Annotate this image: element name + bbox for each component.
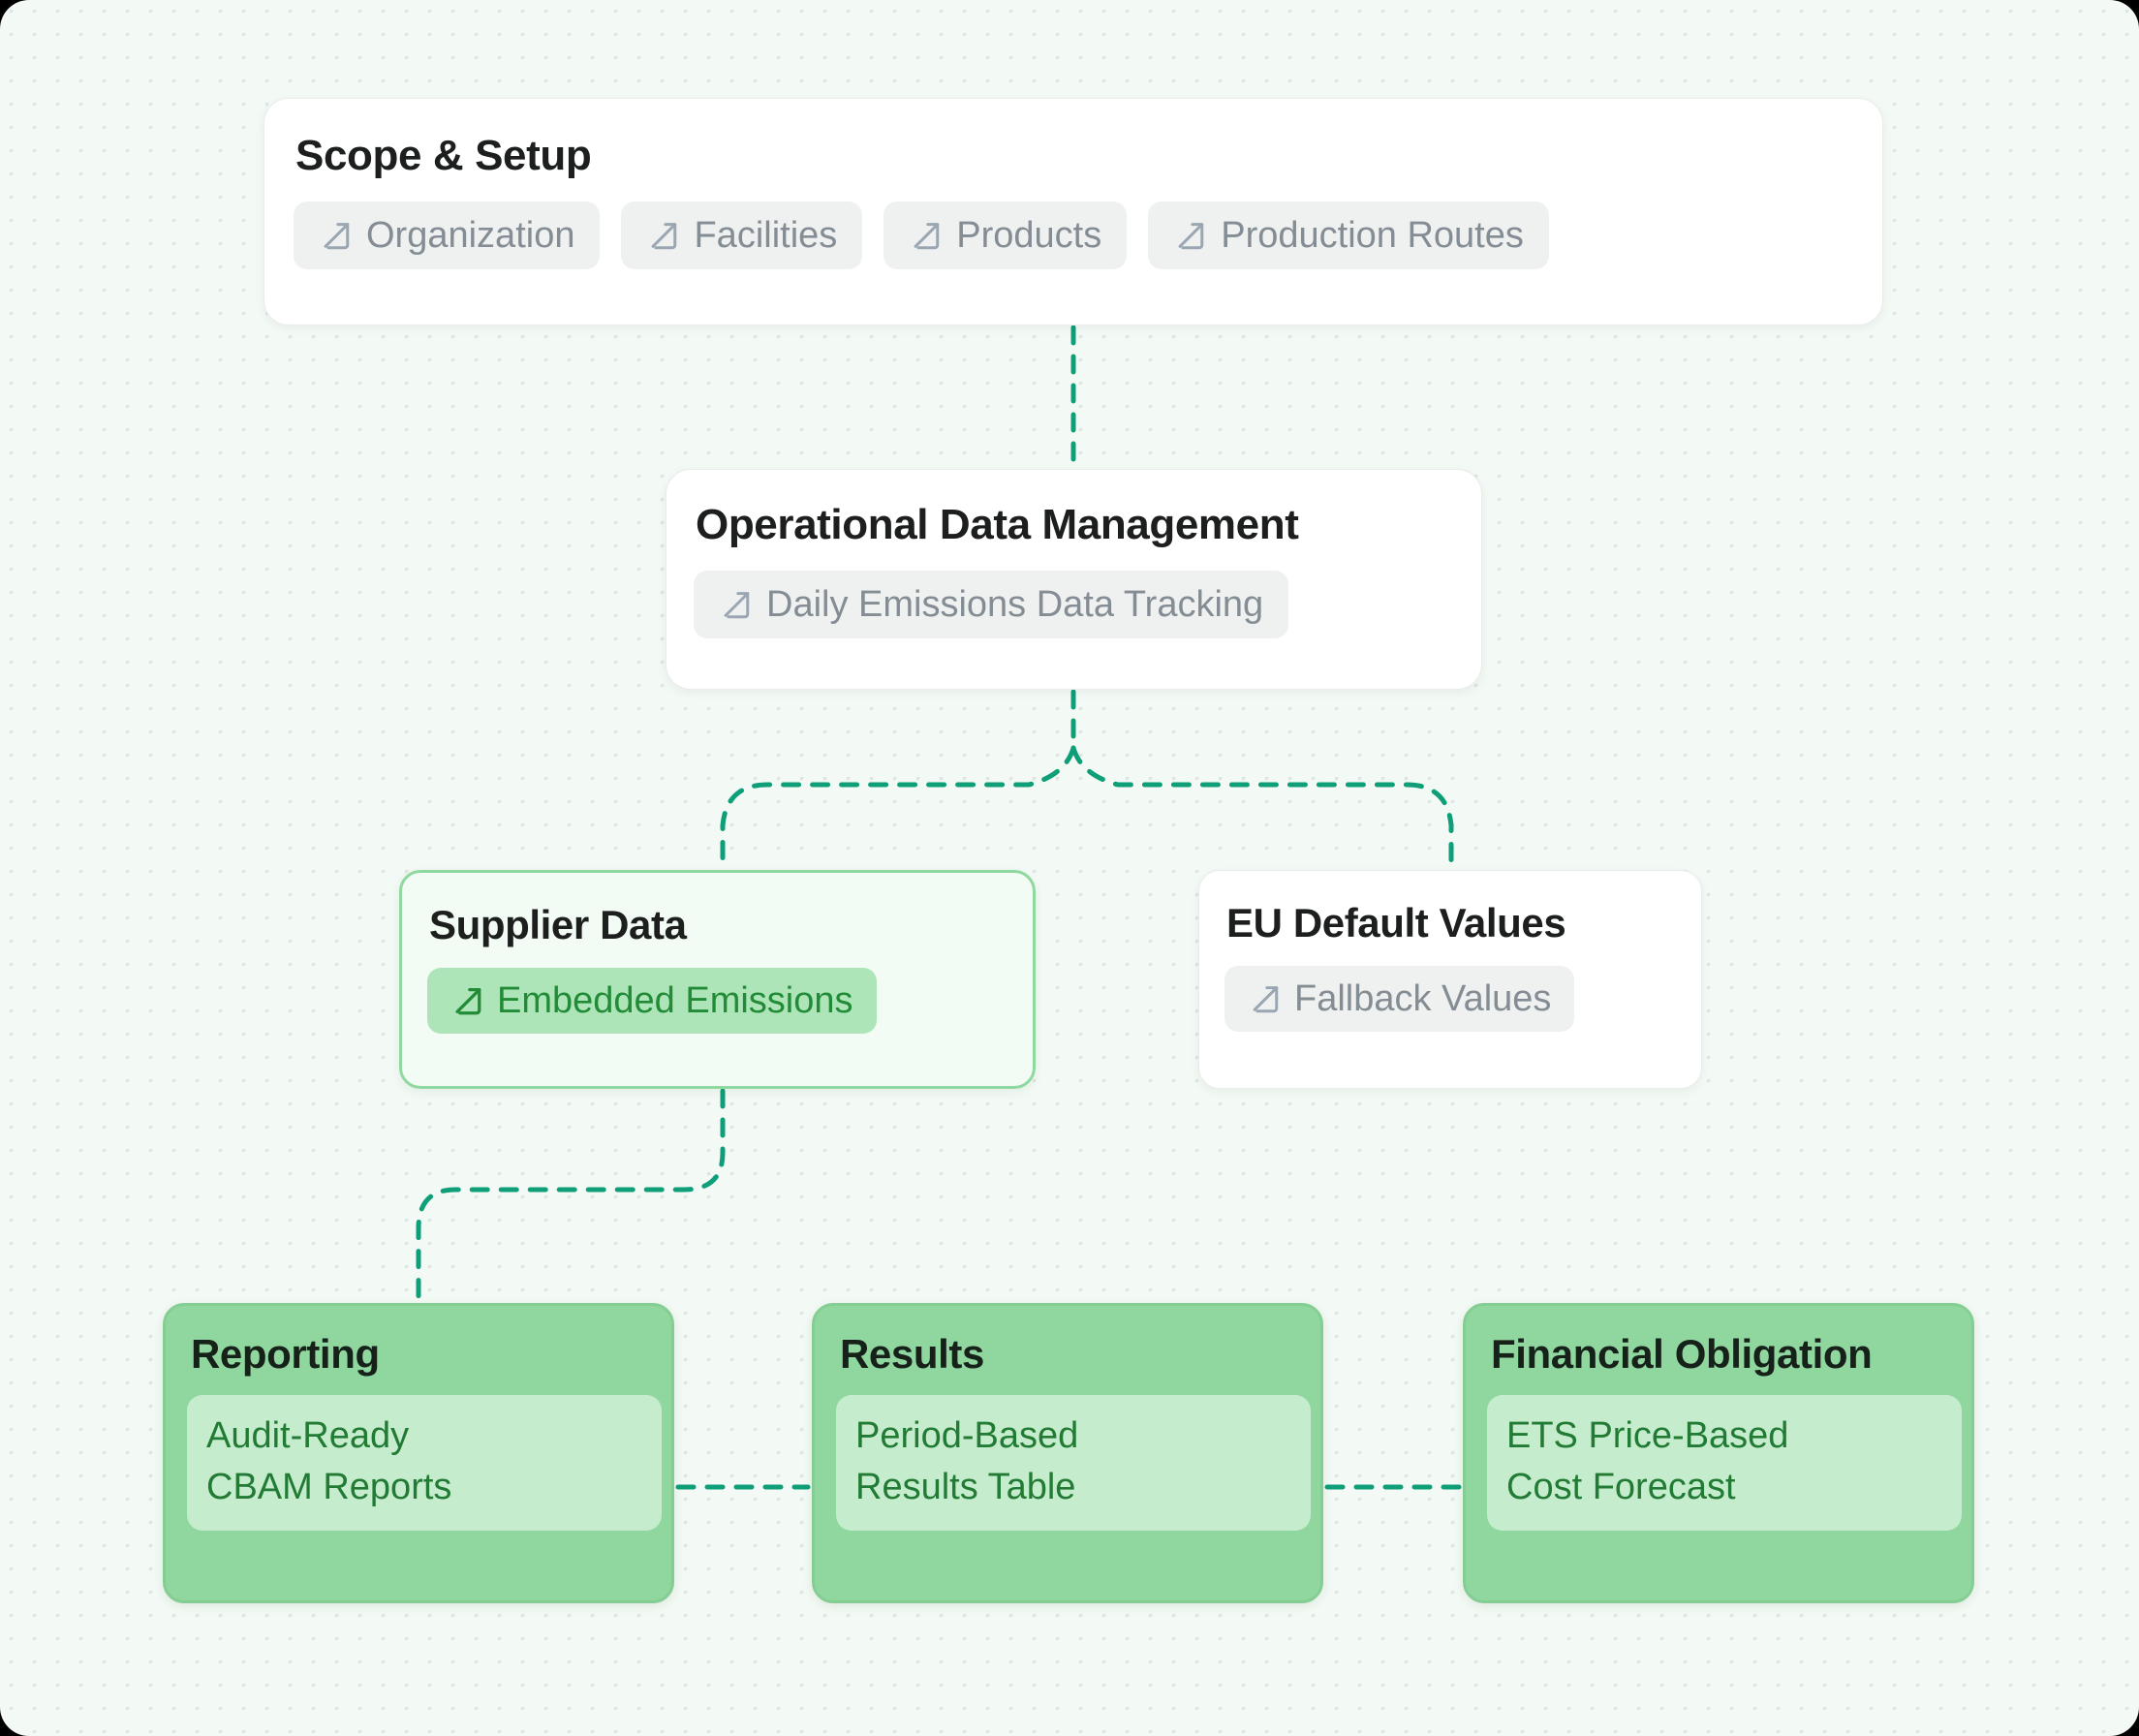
chip-daily-emissions-data-tracking[interactable]: Daily Emissions Data Tracking xyxy=(694,571,1289,638)
chip-label: Facilities xyxy=(694,214,838,256)
chip-label-line1: Period-Based xyxy=(855,1415,1079,1456)
chip-facilities[interactable]: Facilities xyxy=(621,202,863,269)
chip-label: Organization xyxy=(366,214,575,256)
node-results[interactable]: Results Period-Based Results Table xyxy=(812,1303,1323,1603)
chip-row: Organization Facilities xyxy=(294,202,1882,269)
chip-label: Products xyxy=(956,214,1102,256)
chip-production-routes[interactable]: Production Routes xyxy=(1148,202,1549,269)
arrow-out-of-box-icon xyxy=(1173,219,1206,252)
arrow-out-of-box-icon xyxy=(909,219,942,252)
chip-label: Daily Emissions Data Tracking xyxy=(766,583,1264,625)
chip-row: Audit-Ready CBAM Reports xyxy=(187,1395,671,1532)
chip-row: Daily Emissions Data Tracking xyxy=(694,571,1481,638)
arrow-out-of-box-icon xyxy=(450,984,483,1017)
arrow-out-of-box-icon xyxy=(319,219,352,252)
chip-row: Embedded Emissions xyxy=(427,968,1033,1034)
chip-organization[interactable]: Organization xyxy=(294,202,601,269)
arrow-out-of-box-icon xyxy=(1248,982,1281,1015)
chip-label-line2: Results Table xyxy=(855,1467,1076,1508)
arrow-out-of-box-icon xyxy=(719,588,752,621)
chip-row: ETS Price-Based Cost Forecast xyxy=(1487,1395,1971,1532)
node-operational-data-management[interactable]: Operational Data Management Daily Emissi… xyxy=(666,469,1482,690)
chip-embedded-emissions[interactable]: Embedded Emissions xyxy=(427,968,877,1034)
node-title: Scope & Setup xyxy=(295,132,592,179)
node-financial-obligation[interactable]: Financial Obligation ETS Price-Based Cos… xyxy=(1463,1303,1974,1603)
chip-label: Production Routes xyxy=(1221,214,1524,256)
chip-label: Fallback Values xyxy=(1294,977,1552,1019)
chip-label-line1: Audit-Ready xyxy=(206,1415,410,1456)
chip-fallback-values[interactable]: Fallback Values xyxy=(1224,966,1575,1032)
node-title: Reporting xyxy=(191,1331,380,1377)
node-title: Financial Obligation xyxy=(1491,1331,1873,1377)
chip-row: Fallback Values xyxy=(1224,966,1701,1032)
chip-label-line1: ETS Price-Based xyxy=(1506,1415,1789,1456)
chip-label-line2: CBAM Reports xyxy=(206,1467,452,1508)
node-title: Supplier Data xyxy=(429,902,687,947)
node-title: Results xyxy=(840,1331,984,1377)
node-supplier-data[interactable]: Supplier Data Embedded Emissions xyxy=(399,870,1036,1089)
edge-odm-to-eu xyxy=(1070,745,1454,871)
edge-odm-to-supplier xyxy=(720,745,1076,871)
chip-audit-ready-cbam-reports[interactable]: Audit-Ready CBAM Reports xyxy=(187,1395,662,1532)
chip-row: Period-Based Results Table xyxy=(836,1395,1320,1532)
edge-supplier-to-reporting xyxy=(416,1088,726,1304)
chip-ets-price-based-cost-forecast[interactable]: ETS Price-Based Cost Forecast xyxy=(1487,1395,1962,1532)
chip-label-line2: Cost Forecast xyxy=(1506,1467,1736,1508)
node-scope-and-setup[interactable]: Scope & Setup Organization xyxy=(264,98,1883,326)
arrow-out-of-box-icon xyxy=(646,219,679,252)
node-eu-default-values[interactable]: EU Default Values Fallback Values xyxy=(1198,870,1702,1089)
chip-period-based-results-table[interactable]: Period-Based Results Table xyxy=(836,1395,1311,1532)
chip-products[interactable]: Products xyxy=(884,202,1128,269)
node-title: Operational Data Management xyxy=(696,501,1299,548)
node-reporting[interactable]: Reporting Audit-Ready CBAM Reports xyxy=(163,1303,674,1603)
chip-label: Embedded Emissions xyxy=(497,979,853,1021)
node-title: EU Default Values xyxy=(1226,900,1566,946)
